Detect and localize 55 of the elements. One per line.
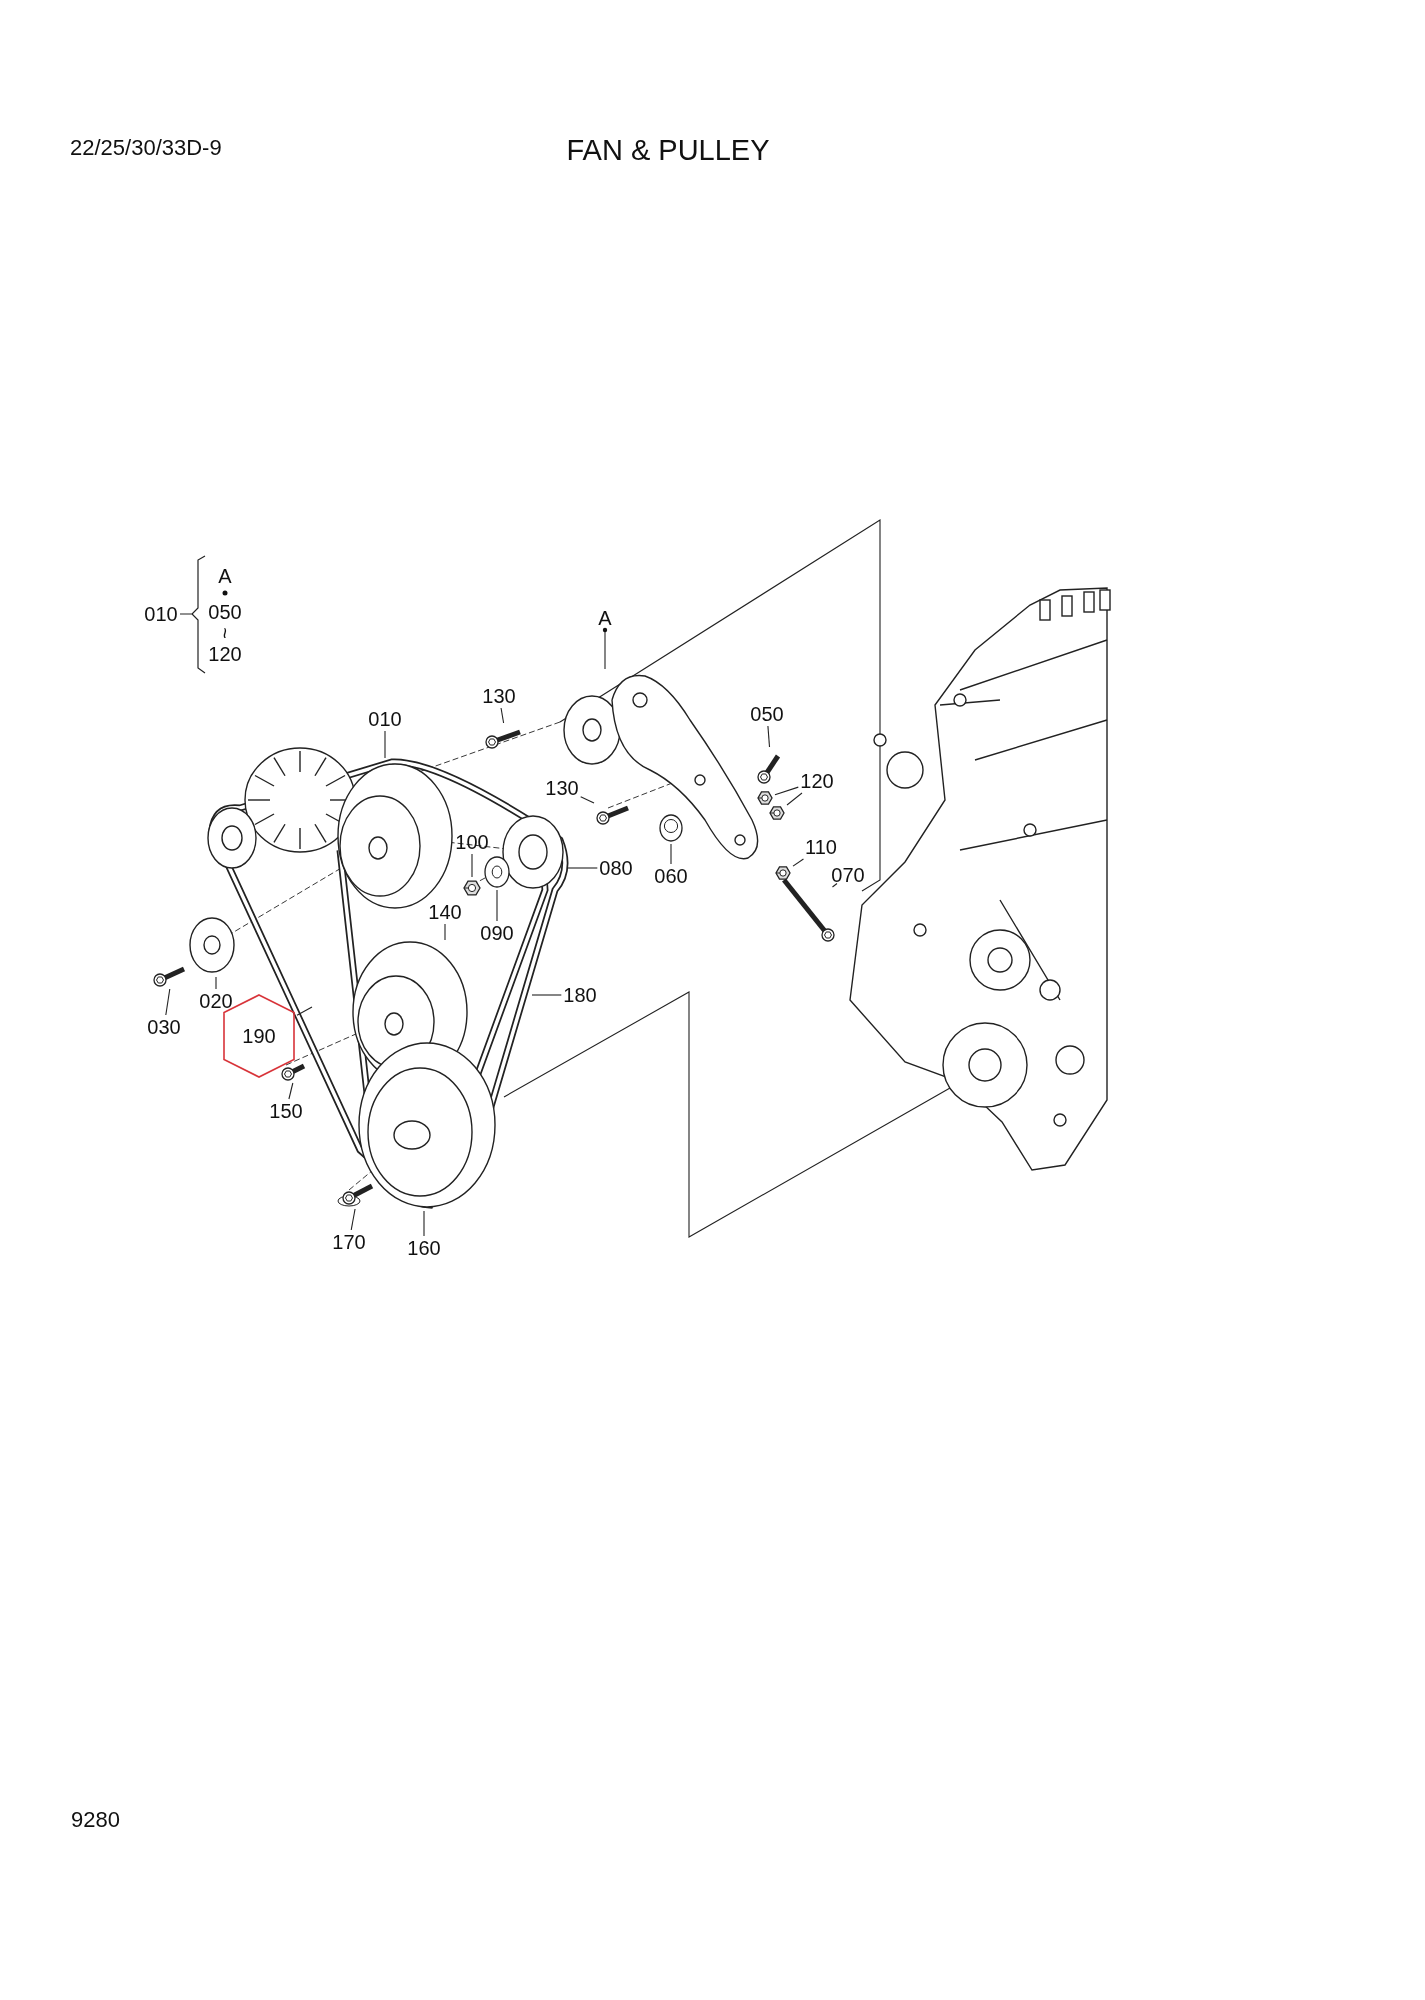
callout-number: 010 [144,604,178,624]
washer-icon [484,856,510,888]
leader-line [444,923,446,941]
leader-line [531,994,562,996]
leader-line [792,858,804,867]
leader-line [423,1210,425,1237]
leader-line [496,889,498,922]
callout-number: 150 [269,1101,303,1121]
callout-number: A [218,566,232,586]
callout-number: 120 [800,771,834,791]
callout-number: 050 [208,602,242,622]
callout-number: 080 [599,858,633,878]
leader-line [471,853,473,878]
model-number: 22/25/30/33D-9 [70,137,222,159]
leader-line [384,730,386,759]
callout-number: 170 [332,1232,366,1252]
leader-line [350,1208,356,1231]
leader-line [786,792,803,806]
leader-line [602,627,608,670]
leader-line [500,707,505,724]
callout-number: ~ [215,627,235,639]
leader-line [580,796,595,804]
nut-icon [775,865,791,881]
callout-number: A [598,608,612,628]
callout-number: 060 [654,866,688,886]
callout-number: 070 [831,865,865,885]
leader-line [296,1006,313,1016]
nut-icon [769,805,785,821]
callout-number: 130 [545,778,579,798]
diagram-title: FAN & PULLEY [566,133,770,167]
callout-number: 140 [428,902,462,922]
leader-line [670,843,672,865]
callout-number: 110 [805,837,837,857]
callout-number: 180 [563,985,597,1005]
callout-number: 010 [368,709,402,729]
leader-line [774,786,799,796]
callout-number: 190 [242,1026,276,1046]
callout-number: 050 [750,704,784,724]
callout-number: 120 [208,644,242,664]
leader-line [165,988,171,1016]
callout-number: 020 [199,991,233,1011]
page-number: 9280 [71,1809,120,1831]
callout-number: 090 [480,923,514,943]
callout-number: 160 [407,1238,441,1258]
nut-icon [463,879,481,897]
spacer-icon [659,814,683,842]
callout-number: 030 [147,1017,181,1037]
leader-line [767,725,771,748]
callout-number: 130 [482,686,516,706]
leader-line [215,976,217,990]
leader-line [288,1082,294,1100]
nut-icon [757,790,773,806]
leader-line [566,867,598,869]
callout-number: 100 [455,832,489,852]
leader-line [831,882,838,888]
